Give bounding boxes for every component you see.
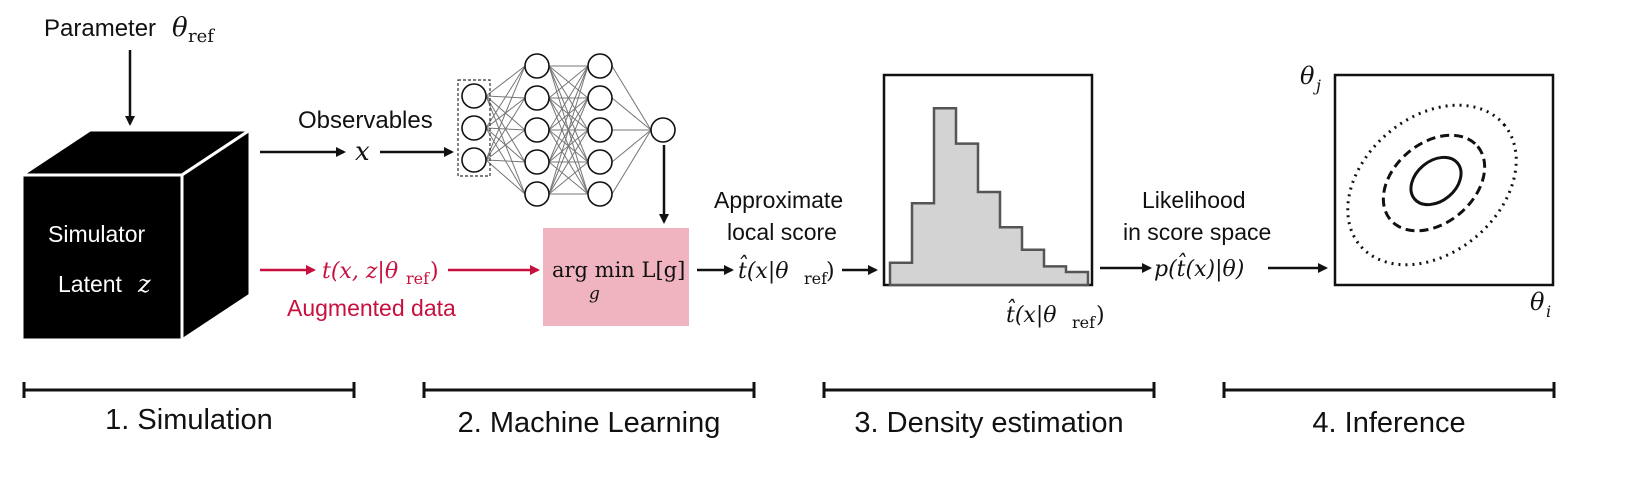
network-connection xyxy=(548,65,589,163)
network-connection xyxy=(485,97,526,161)
augmented-expr: t(x, z|θ xyxy=(322,259,398,284)
contour-middle xyxy=(1381,133,1487,233)
contour-plot-icon xyxy=(1346,103,1518,267)
network-node xyxy=(587,181,613,207)
loss-subscript: g xyxy=(589,284,600,304)
simulator-title: Simulator xyxy=(48,221,145,247)
network-connection xyxy=(548,97,589,195)
network-connection xyxy=(485,65,526,97)
network-node xyxy=(587,149,613,175)
network-node xyxy=(587,117,613,143)
parameter-label: Parameter θ ref xyxy=(44,13,215,47)
network-connection xyxy=(548,65,589,131)
score-expr: t̂(x|θ xyxy=(738,255,789,284)
stage-label-machine-learning: 2. Machine Learning xyxy=(458,407,721,439)
score-label-line1: Approximate xyxy=(714,187,843,213)
network-node xyxy=(524,149,550,175)
neural-network-icon xyxy=(457,53,676,207)
network-connection xyxy=(611,129,652,195)
score-label-line2: local score xyxy=(727,219,837,245)
network-node xyxy=(524,85,550,111)
augmented-label: Augmented data xyxy=(287,295,456,321)
histogram-axis-subscript: ref xyxy=(1072,313,1096,332)
loss-box xyxy=(543,228,689,326)
observable-symbol: x xyxy=(355,137,370,167)
network-node xyxy=(650,117,676,143)
augmented-close: ) xyxy=(430,259,439,284)
parameter-text: Parameter xyxy=(44,15,156,42)
contour-x-symbol: θ xyxy=(1530,288,1545,316)
network-node xyxy=(461,115,487,141)
network-node xyxy=(524,117,550,143)
stage-label-inference: 4. Inference xyxy=(1312,407,1465,439)
histogram-axis-label: t̂(x|θ ref ) xyxy=(1006,299,1105,332)
latent-symbol: z xyxy=(137,270,151,298)
network-node xyxy=(524,53,550,79)
stage-bar-4 xyxy=(1222,382,1556,398)
network-connection xyxy=(548,65,589,99)
network-input-frame xyxy=(457,79,491,177)
stage-bar-2 xyxy=(422,382,756,398)
network-node xyxy=(587,53,613,79)
network-connection xyxy=(611,97,652,131)
histogram-axis-expr: t̂(x|θ xyxy=(1006,299,1057,328)
histogram-axis-close: ) xyxy=(1096,303,1105,328)
likelihood-label-line1: Likelihood xyxy=(1142,187,1246,213)
network-node xyxy=(587,85,613,111)
network-connection xyxy=(548,65,589,195)
network-connection xyxy=(548,129,589,195)
observables-label: Observables xyxy=(298,107,433,134)
network-connection xyxy=(485,159,526,195)
network-connection xyxy=(485,129,526,161)
contour-y-subscript: j xyxy=(1313,76,1321,95)
score-close: ) xyxy=(826,259,835,284)
contour-x-axis-label: θ i xyxy=(1530,288,1551,321)
stage-label-density-estimation: 3. Density estimation xyxy=(854,407,1123,439)
likelihood-label-line2: in score space xyxy=(1123,219,1271,245)
network-node xyxy=(461,147,487,173)
likelihood-expr: p(t̂(x)|θ) xyxy=(1154,253,1244,282)
score-expression: t̂(x|θ ref ) xyxy=(738,255,835,288)
loss-expression: arg min L[g] xyxy=(552,258,685,282)
contour-outer xyxy=(1346,103,1518,267)
stage-bar-1 xyxy=(22,382,356,398)
score-subscript: ref xyxy=(804,269,828,288)
network-connection xyxy=(485,65,526,161)
augmented-subscript: ref xyxy=(406,269,430,288)
latent-label: Latent xyxy=(58,271,123,297)
parameter-subscript: ref xyxy=(188,26,215,47)
stage-bar-3 xyxy=(822,382,1156,398)
augmented-expression: t(x, z|θ ref ) xyxy=(322,259,439,288)
network-node xyxy=(461,83,487,109)
contour-y-symbol: θ xyxy=(1300,62,1315,90)
contour-x-subscript: i xyxy=(1546,302,1551,321)
contour-inner xyxy=(1409,155,1463,207)
network-connection xyxy=(611,65,652,131)
contour-frame xyxy=(1333,73,1555,287)
network-connection xyxy=(485,159,526,163)
network-connection xyxy=(548,161,589,195)
simulator-cube-icon xyxy=(17,127,255,343)
network-connection xyxy=(485,65,526,129)
histogram-icon xyxy=(888,107,1090,287)
network-connection xyxy=(611,129,652,163)
stage-label-simulation: 1. Simulation xyxy=(105,404,273,436)
contour-y-axis-label: θ j xyxy=(1300,62,1321,95)
parameter-symbol: θ xyxy=(172,13,188,43)
network-node xyxy=(524,181,550,207)
